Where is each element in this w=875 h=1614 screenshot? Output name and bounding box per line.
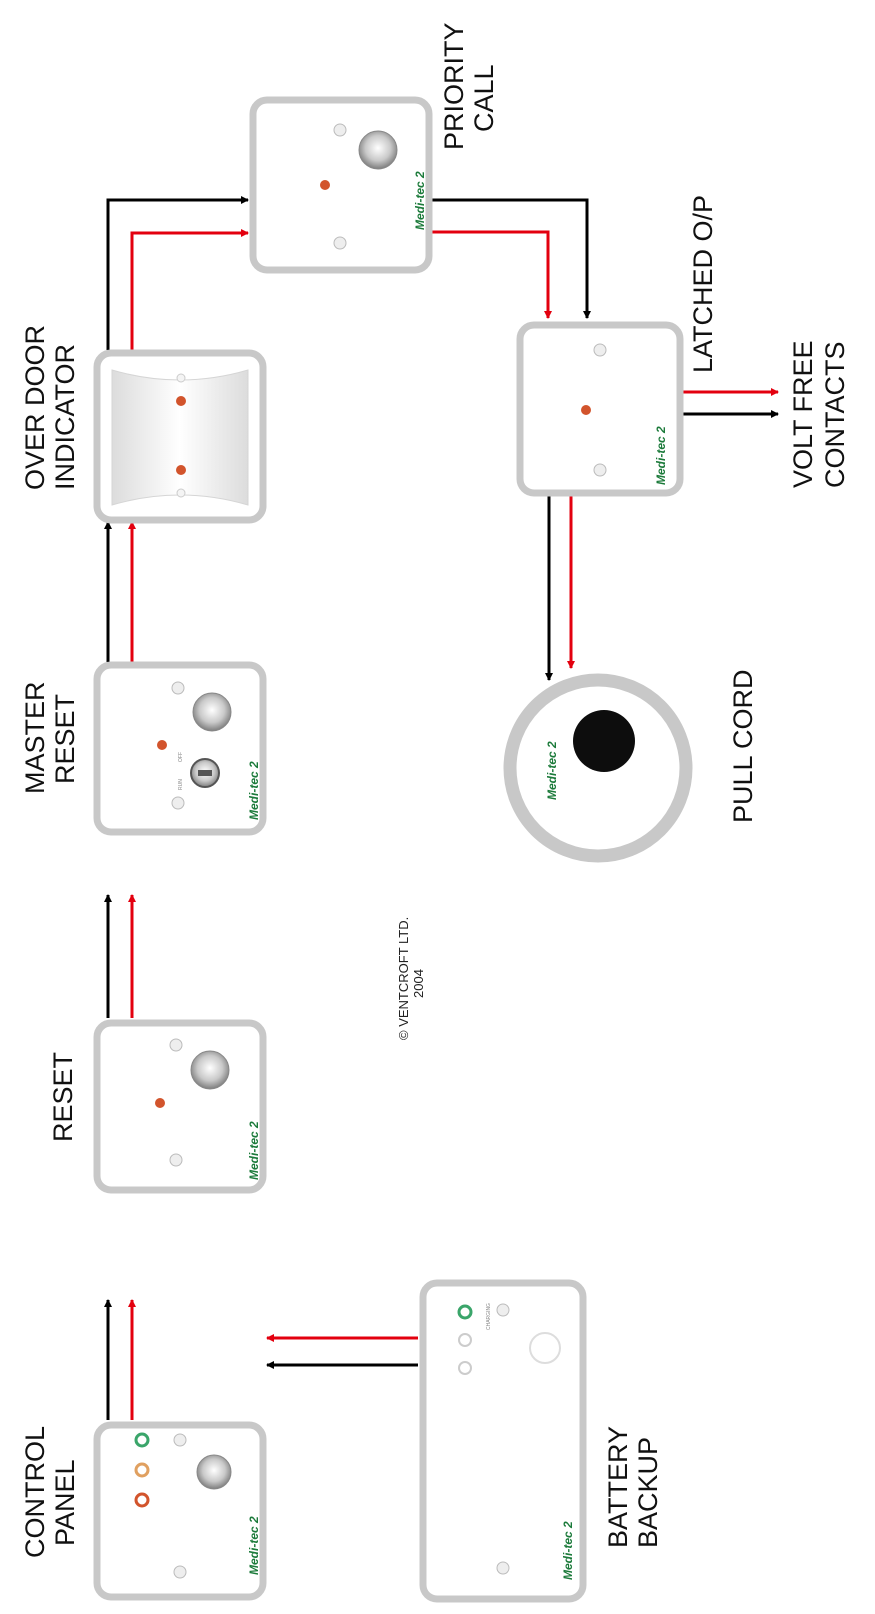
latched-op-unit: Medi-tec 2 — [516, 321, 684, 497]
control-panel-unit: Medi-tec 2 — [93, 1421, 267, 1601]
brand-logo: Medi-tec 2 — [545, 741, 559, 800]
label-control-panel: CONTROL PANEL — [20, 1419, 80, 1558]
screw-icon — [169, 1153, 183, 1167]
led-icon — [581, 405, 591, 415]
pull-cord-knob-icon — [573, 710, 635, 772]
button-ring-icon — [529, 1332, 561, 1364]
screw-icon — [171, 681, 185, 695]
wires — [104, 196, 779, 1420]
screw-icon — [496, 1561, 510, 1575]
label-latched-op: LATCHED O/P — [688, 195, 718, 373]
push-button-icon — [192, 692, 232, 732]
led-icon — [176, 396, 186, 406]
screw-icon — [496, 1303, 510, 1317]
reset-unit: Medi-tec 2 — [93, 1019, 267, 1194]
push-button-icon — [358, 130, 398, 170]
screw-icon — [173, 1565, 187, 1579]
screw-icon — [593, 343, 607, 357]
screw-icon — [176, 373, 186, 383]
screw-icon — [171, 796, 185, 810]
wire-live — [130, 229, 249, 350]
label-reset: RESET — [48, 1052, 78, 1142]
led-icon — [457, 1304, 473, 1320]
brand-logo: Medi-tec 2 — [247, 761, 261, 820]
wire-return — [432, 198, 591, 319]
wire-return — [106, 196, 249, 350]
push-button-icon — [196, 1454, 232, 1490]
screw-icon — [176, 488, 186, 498]
screw-icon — [593, 463, 607, 477]
led-icon — [320, 180, 330, 190]
push-button-icon — [190, 1050, 230, 1090]
screw-icon — [169, 1038, 183, 1052]
over-door-indicator-unit — [93, 349, 267, 524]
labels: PRIORITY CALL LATCHED O/P VOLT FREE CONT… — [20, 15, 850, 1558]
screw-icon — [333, 123, 347, 137]
switch-run-label: RUN — [178, 779, 184, 790]
brand-logo: Medi-tec 2 — [247, 1516, 261, 1575]
pull-cord-unit: Medi-tec 2 — [503, 673, 693, 863]
label-battery-backup: BATTERY BACKUP — [603, 1419, 663, 1548]
copyright-notice: © VENTCROFT LTD. 2004 — [396, 913, 426, 1040]
priority-call-unit: Medi-tec 2 — [249, 96, 433, 274]
led-icon — [157, 740, 167, 750]
led-icon — [155, 1098, 165, 1108]
master-reset-unit: OFF RUN Medi-tec 2 — [93, 661, 267, 836]
led-icon — [176, 465, 186, 475]
brand-logo: Medi-tec 2 — [247, 1121, 261, 1180]
battery-backup-unit: CHARGING Medi-tec 2 — [419, 1279, 587, 1603]
label-priority-call: PRIORITY CALL — [439, 15, 499, 150]
led-icon — [134, 1432, 150, 1448]
label-master-reset: MASTER RESET — [20, 674, 80, 794]
led-icon — [458, 1361, 472, 1375]
label-volt-free-contacts: VOLT FREE CONTACTS — [788, 333, 850, 488]
led-icon — [134, 1462, 150, 1478]
switch-off-label: OFF — [178, 752, 184, 762]
brand-logo: Medi-tec 2 — [561, 1521, 575, 1580]
label-pull-cord: PULL CORD — [728, 669, 758, 823]
charging-label: CHARGING — [486, 1303, 492, 1330]
brand-logo: Medi-tec 2 — [654, 426, 668, 485]
wire-live — [432, 230, 552, 319]
label-over-door-indicator: OVER DOOR INDICATOR — [20, 317, 80, 490]
screw-icon — [173, 1433, 187, 1447]
led-icon — [134, 1492, 150, 1508]
screw-icon — [333, 236, 347, 250]
brand-logo: Medi-tec 2 — [413, 171, 427, 230]
led-icon — [458, 1333, 472, 1347]
